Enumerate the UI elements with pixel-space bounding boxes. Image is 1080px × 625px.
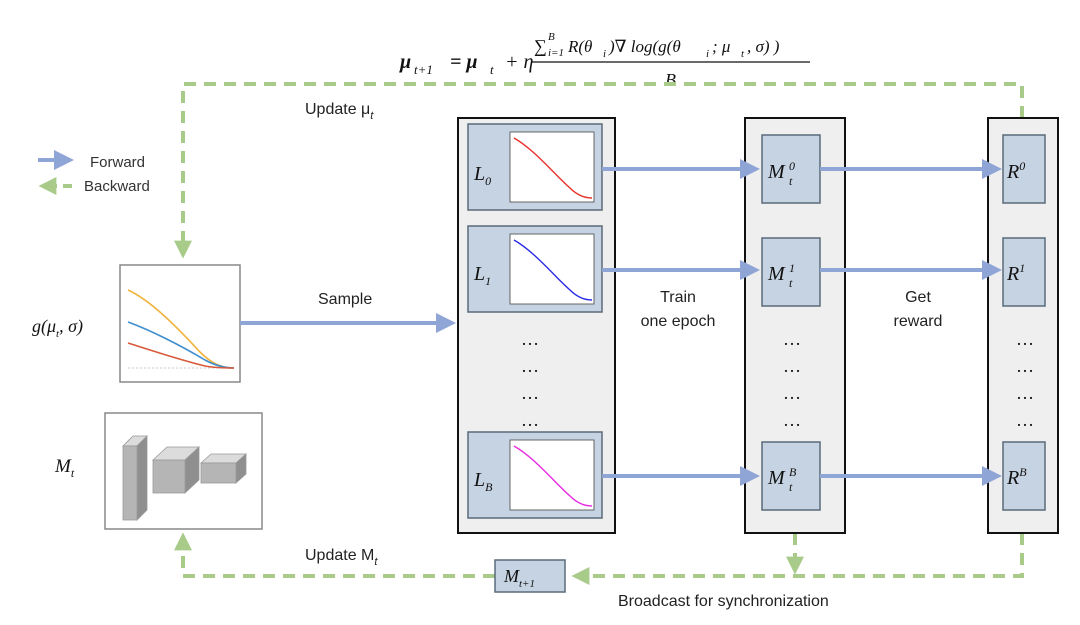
model-ellipsis-group: … … … … (783, 329, 801, 430)
loss-curve-1 (513, 239, 593, 301)
formula-num-rest2-sub: t (741, 48, 745, 60)
distribution-frame (119, 264, 241, 383)
formula-num-body-sub: i (603, 48, 606, 60)
sample-label: Sample (318, 291, 372, 308)
reward-label-line1: Get (905, 289, 931, 306)
reward-ellipsis: … (1016, 410, 1034, 430)
loss-box-1: L1 (467, 225, 603, 313)
formula-rhs-mu: = μ (450, 51, 478, 73)
formula-num-rest-sub: i (706, 48, 709, 60)
m-next-box: Mt+1 (494, 559, 566, 593)
reward-box-1: R1 (1002, 237, 1046, 307)
reward-label-b: RB (1006, 465, 1027, 489)
formula-rhs-sub: t (490, 62, 494, 77)
loss-curve-0 (513, 137, 593, 199)
formula-num-end: , σ) ) (747, 37, 780, 56)
sampling-distribution: g(μt, σ) (32, 264, 241, 383)
formula-num-rest: )∇ log(g(θ (608, 37, 681, 56)
formula-lhs-sub: t+1 (414, 62, 433, 77)
model-icon-box: Mt (54, 412, 263, 530)
g-function-label: g(μt, σ) (32, 316, 83, 340)
formula-denominator: B (665, 70, 676, 90)
distribution-curve-red (127, 342, 235, 369)
formula-sum-sub: i=1 (548, 47, 564, 59)
reward-box-0: R0 (1002, 134, 1046, 204)
backward-bottom-loop (174, 532, 1024, 585)
loss-ellipsis: … (521, 410, 539, 430)
legend-forward-label: Forward (90, 154, 145, 171)
model-ellipsis: … (783, 383, 801, 403)
reward-to-mnext-path (571, 533, 1024, 585)
loss-box-0: L0 (467, 123, 603, 211)
broadcast-label: Broadcast for synchronization (618, 593, 829, 610)
reward-ellipsis-group: … … … … (1016, 329, 1034, 430)
loss-ellipsis-group: … … … … (521, 329, 539, 430)
reward-ellipsis: … (1016, 356, 1034, 376)
formula-plus-eta: + η (505, 51, 533, 73)
formula-lhs: μ (399, 51, 411, 73)
reward-box-b: RB (1002, 441, 1046, 511)
loss-box-b: LB (467, 431, 603, 519)
reward-ellipsis: … (1016, 383, 1034, 403)
formula-num-body: R(θ (567, 37, 592, 56)
layer-block-icon (122, 435, 248, 521)
loss-label-0: L0 (473, 163, 491, 188)
model-ellipsis: … (783, 356, 801, 376)
reward-label-line2: reward (894, 313, 943, 330)
train-label-line1: Train (660, 289, 696, 306)
reward-label-0: R0 (1006, 159, 1025, 183)
reward-ellipsis: … (1016, 329, 1034, 349)
m-next-label: Mt+1 (503, 566, 535, 590)
model-ellipsis: … (783, 329, 801, 349)
legend-backward-label: Backward (84, 178, 150, 195)
legend: Forward Backward (38, 150, 150, 195)
train-label-line2: one epoch (641, 313, 716, 330)
loss-curve-b (513, 445, 593, 507)
loss-ellipsis: … (521, 383, 539, 403)
formula-num-rest2: ; μ (712, 37, 730, 56)
update-m-label: Update Mt (305, 547, 378, 568)
update-mu-label: Update μt (305, 101, 374, 122)
loss-label-b: LB (473, 469, 493, 494)
reward-label-1: R1 (1006, 261, 1025, 285)
update-formula: μ t+1 = μ t + η ∑ i=1 B R(θ i )∇ log(g(θ… (399, 31, 810, 90)
update-m-path (174, 532, 495, 578)
m-t-label: Mt (54, 456, 75, 480)
formula-sum-sup: B (548, 31, 555, 43)
formula-sum-symbol: ∑ (534, 36, 547, 56)
loss-ellipsis: … (521, 356, 539, 376)
loss-ellipsis: … (521, 329, 539, 349)
loss-label-1: L1 (473, 263, 491, 288)
model-ellipsis: … (783, 410, 801, 430)
